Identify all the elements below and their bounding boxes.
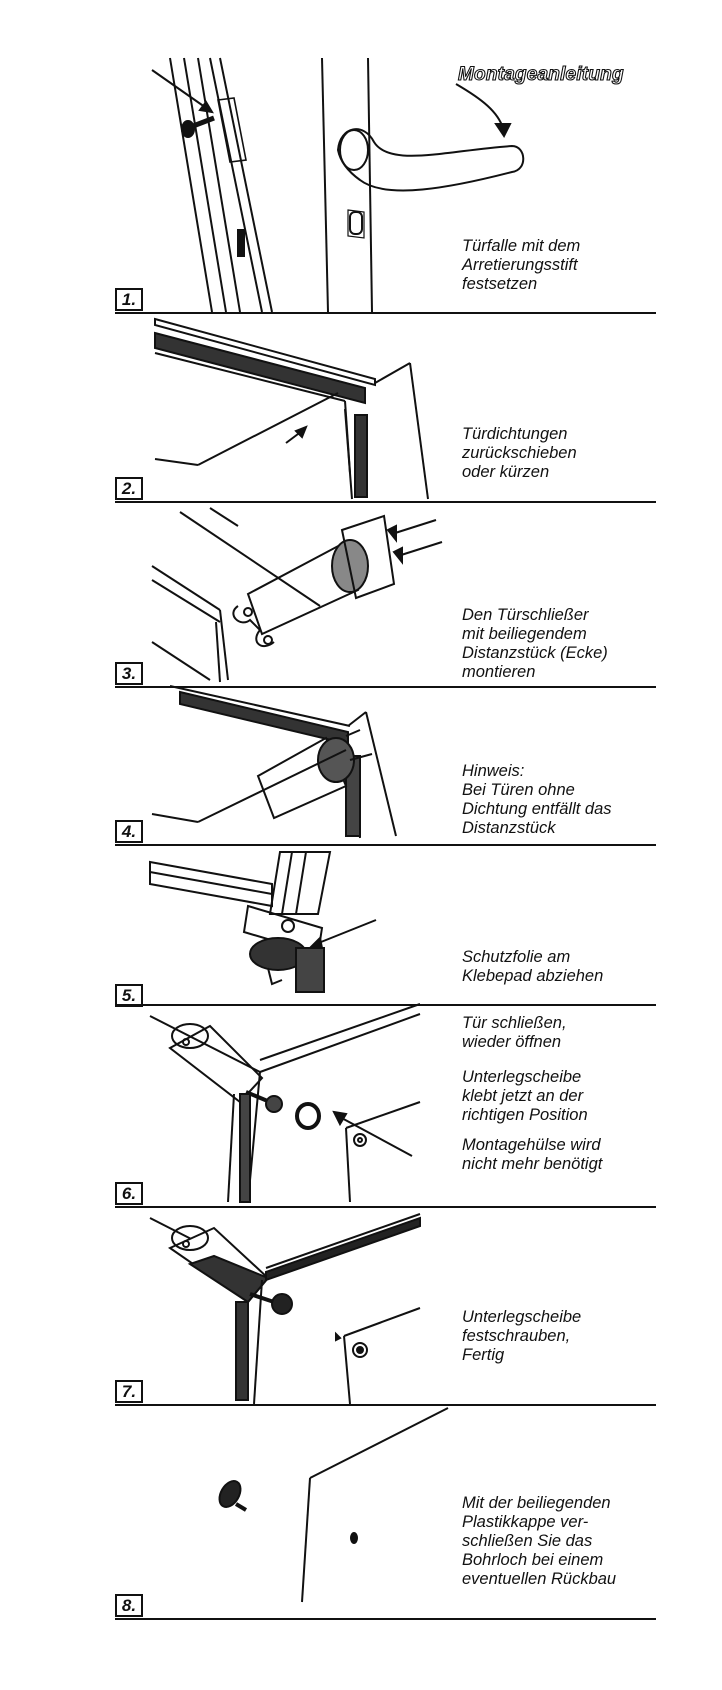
step-8-divider [115,1618,656,1620]
step-4-divider [115,844,656,846]
step-2-caption: Türdichtungen zurückschieben oder kürzen [462,425,577,481]
step-7-number: 7. [115,1380,143,1403]
step-3-divider [115,686,656,688]
step-6-divider [115,1206,656,1208]
step-8-panel: Mit der beiliegenden Plastikkappe ver- s… [0,1406,722,1626]
step-7-panel: Unterlegscheibe festschrauben, Fertig 7. [0,1208,722,1406]
step-8-illustration [150,1406,470,1626]
step-1-caption: Türfalle mit dem Arretierungsstift fests… [462,237,581,293]
step-2-illustration [150,313,470,513]
step-4-number: 4. [115,820,143,843]
step-6-caption-b: Unterlegscheibe klebt jetzt an der richt… [462,1068,588,1124]
step-4-caption: Hinweis: Bei Türen ohne Dichtung entfäll… [462,762,612,837]
step-2-panel: Türdichtungen zurückschieben oder kürzen… [0,313,722,513]
step-1-panel: Türfalle mit dem Arretierungsstift fests… [0,0,722,318]
step-5-number: 5. [115,984,143,1007]
document-title: Montageanleitung [457,63,624,85]
step-5-illustration [150,844,470,1004]
step-1-divider [115,312,656,314]
step-4-illustration [150,686,470,846]
step-3-panel: Den Türschließer mit beiliegendem Distan… [0,502,722,697]
step-8-caption: Mit der beiliegenden Plastikkappe ver- s… [462,1494,617,1588]
step-7-divider [115,1404,656,1406]
step-5-caption: Schutzfolie am Klebepad abziehen [462,948,604,985]
step-2-divider [115,501,656,503]
step-6-caption-c: Montagehülse wird nicht mehr benötigt [462,1136,603,1173]
step-7-illustration [150,1208,470,1406]
step-6-panel: Tür schließen, wieder öffnen Unterlegsch… [0,1006,722,1216]
step-5-divider [115,1004,656,1006]
step-1-illustration [150,0,470,318]
step-6-caption-a: Tür schließen, wieder öffnen [462,1014,567,1051]
step-3-number: 3. [115,662,143,685]
step-3-illustration [150,502,470,697]
step-8-number: 8. [115,1594,143,1617]
step-2-number: 2. [115,477,143,500]
step-3-caption: Den Türschließer mit beiliegendem Distan… [462,606,608,681]
step-7-caption: Unterlegscheibe festschrauben, Fertig [462,1308,582,1364]
step-5-panel: Schutzfolie am Klebepad abziehen 5. [0,844,722,1007]
step-6-illustration [150,1006,470,1216]
step-6-number: 6. [115,1182,143,1205]
step-1-number: 1. [115,288,143,311]
step-4-panel: Hinweis: Bei Türen ohne Dichtung entfäll… [0,686,722,846]
